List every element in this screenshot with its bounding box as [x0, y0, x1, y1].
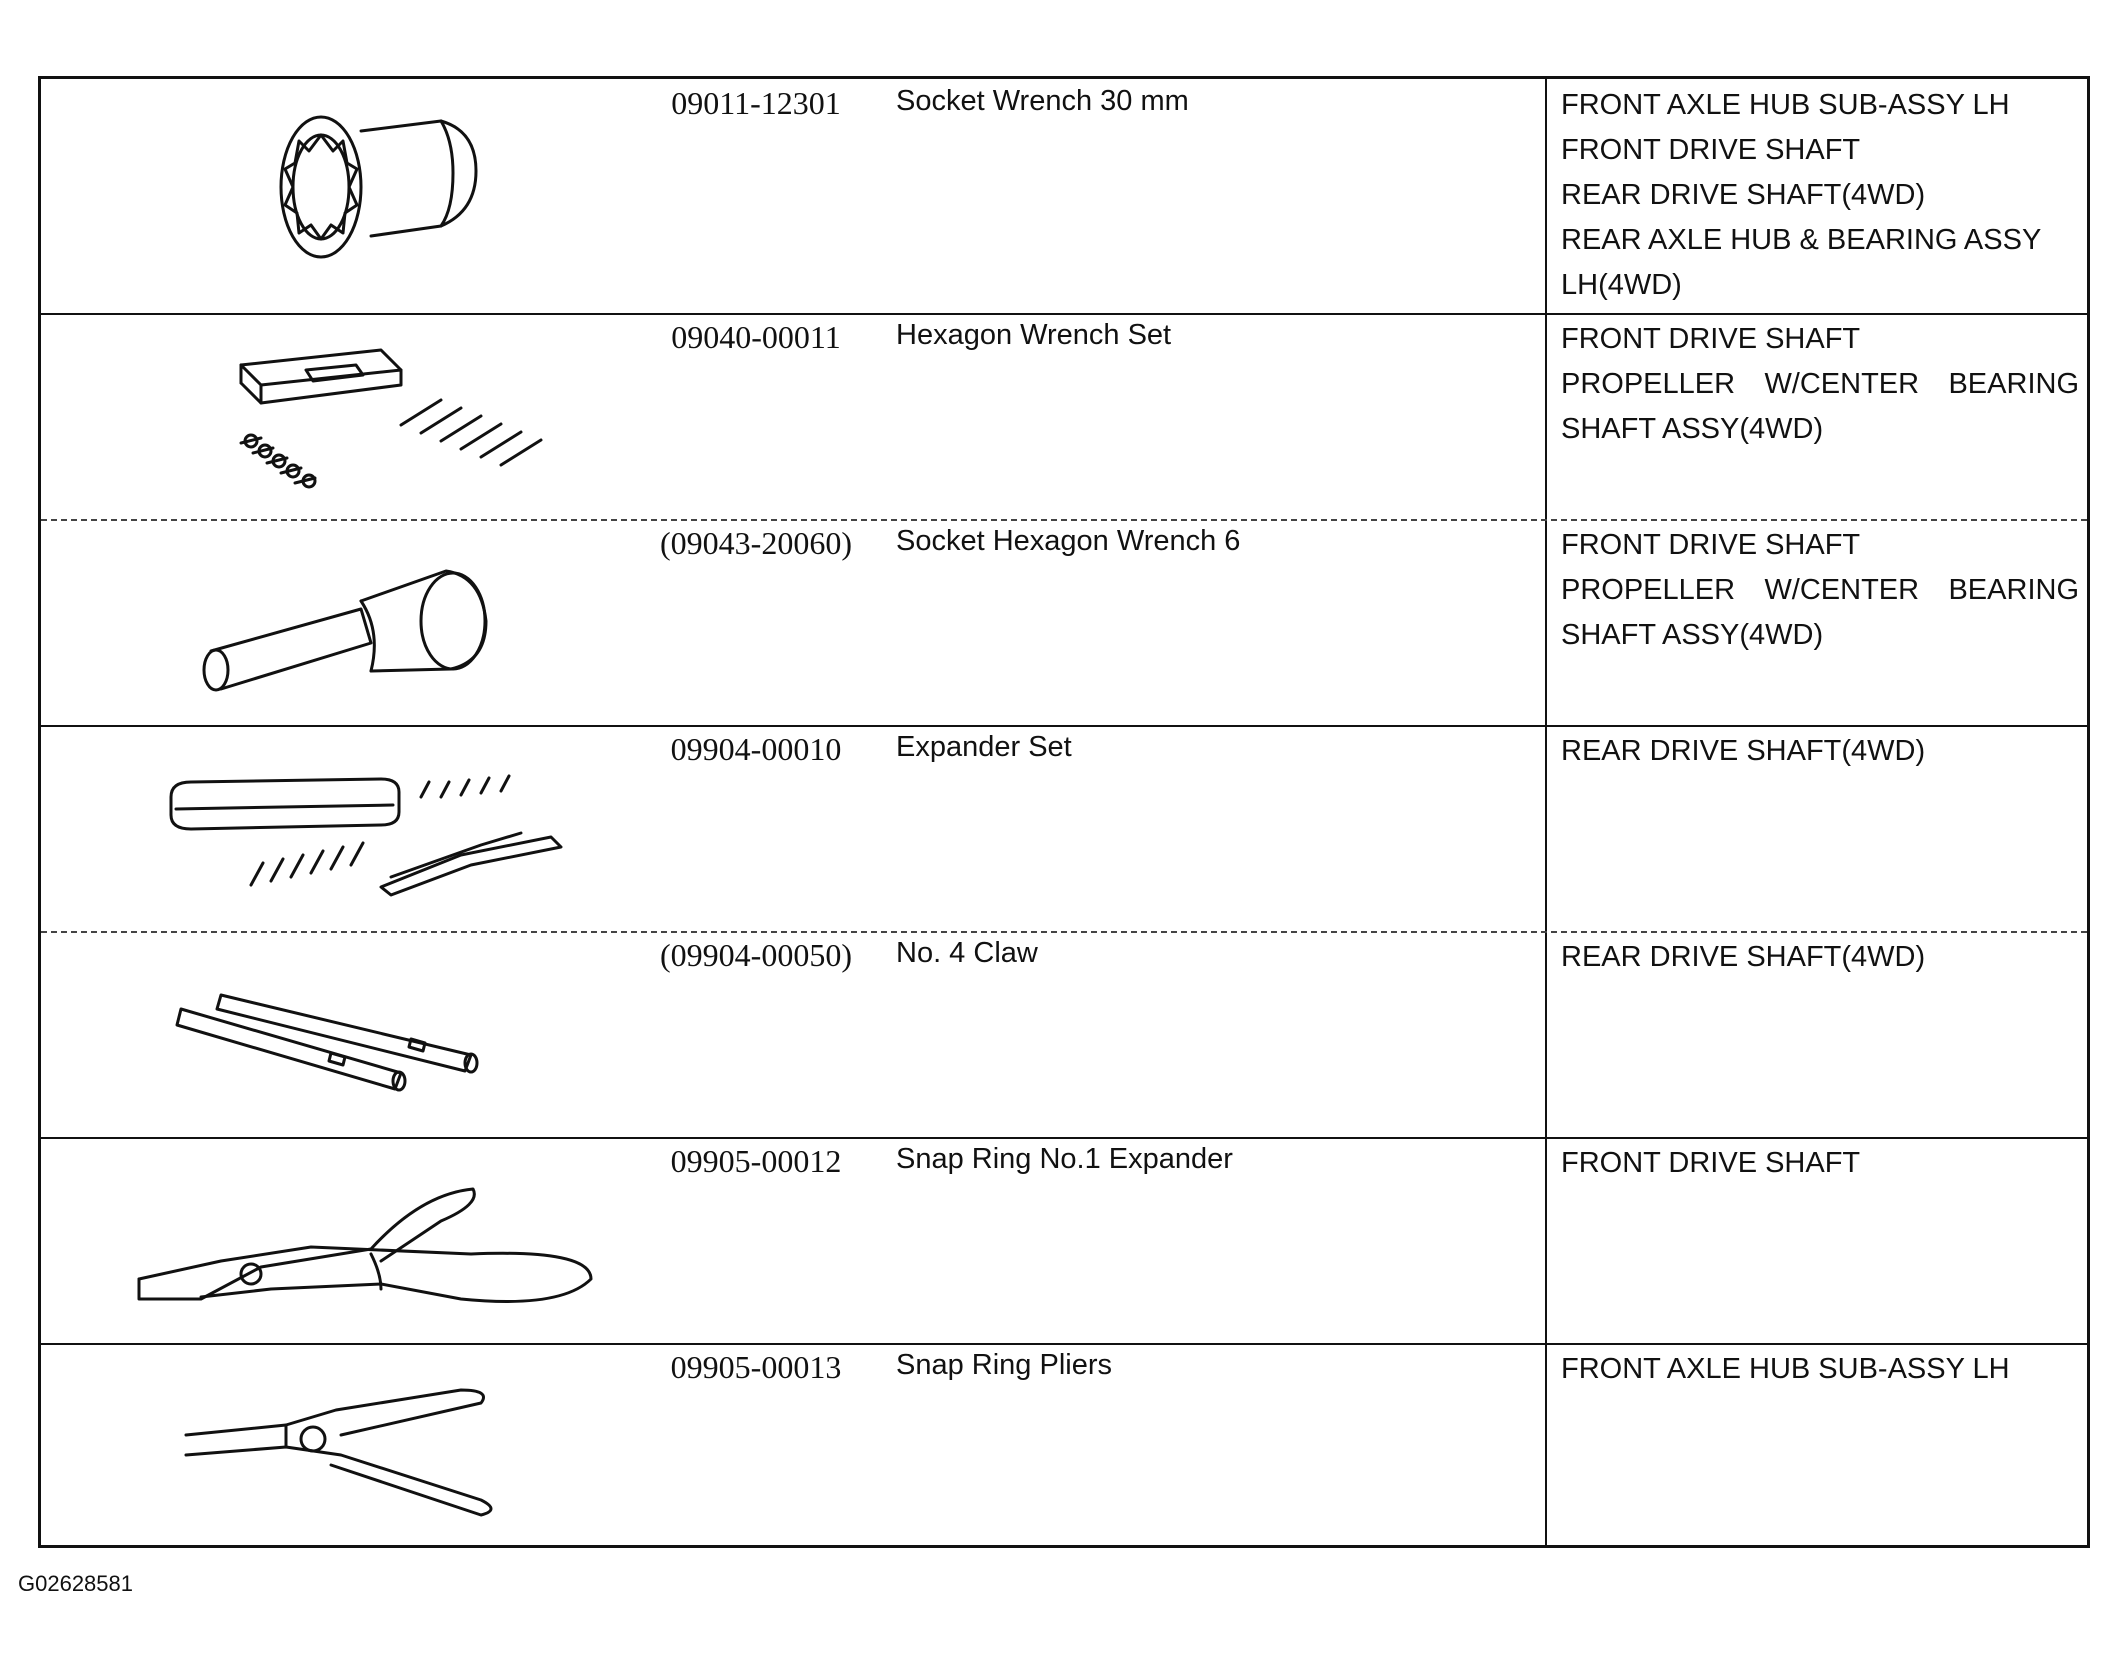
tool-name: Socket Wrench 30 mm — [896, 85, 1189, 117]
usage-item: FRONT DRIVE SHAFT — [1561, 1147, 1861, 1179]
tool-name: Snap Ring No.1 Expander — [896, 1143, 1233, 1175]
usage-item: FRONT DRIVE SHAFT — [1561, 323, 1861, 355]
table-row: 09905-00013 Snap Ring Pliers FRONT AXLE … — [41, 1343, 2087, 1548]
tool-name: Expander Set — [896, 731, 1072, 763]
usage-item: FRONT AXLE HUB SUB-ASSY LH — [1561, 1353, 2010, 1385]
table-row: 09011-12301 Socket Wrench 30 mm FRONT AX… — [41, 79, 2087, 315]
part-number: (09904-00050) — [660, 937, 852, 973]
usage-item: PROPELLER W/CENTER BEARING — [1561, 368, 2079, 400]
tool-name: No. 4 Claw — [896, 937, 1038, 969]
usage-item: REAR AXLE HUB & BEARING ASSY — [1561, 224, 2042, 256]
usage-list: REAR DRIVE SHAFT(4WD) — [1561, 935, 2079, 980]
hexagon-wrench-set-icon — [81, 325, 641, 505]
part-number: 09904-00010 — [670, 731, 842, 767]
part-number: 09905-00012 — [670, 1143, 842, 1179]
usage-item: PROPELLER W/CENTER BEARING — [1561, 574, 2079, 606]
usage-list: FRONT AXLE HUB SUB-ASSY LH — [1561, 1347, 2079, 1392]
part-number: 09905-00013 — [670, 1349, 842, 1385]
special-tools-table: 09011-12301 Socket Wrench 30 mm FRONT AX… — [38, 76, 2090, 1548]
usage-list: REAR DRIVE SHAFT(4WD) — [1561, 729, 2079, 774]
usage-item: FRONT AXLE HUB SUB-ASSY LH — [1561, 89, 2010, 121]
usage-list: FRONT AXLE HUB SUB-ASSY LH FRONT DRIVE S… — [1561, 83, 2079, 308]
usage-item: REAR DRIVE SHAFT(4WD) — [1561, 735, 1926, 767]
usage-list: FRONT DRIVE SHAFT — [1561, 1141, 2079, 1186]
usage-list: FRONT DRIVE SHAFT PROPELLER W/CENTER BEA… — [1561, 317, 2079, 452]
column-divider — [1545, 79, 1547, 1545]
table-row: 09040-00011 Hexagon Wrench Set FRONT DRI… — [41, 313, 2087, 521]
usage-item: REAR DRIVE SHAFT(4WD) — [1561, 179, 1926, 211]
usage-item: FRONT DRIVE SHAFT — [1561, 529, 1861, 561]
socket-wrench-icon — [81, 91, 641, 271]
usage-item: REAR DRIVE SHAFT(4WD) — [1561, 941, 1926, 973]
part-number: 09011-12301 — [671, 85, 841, 121]
claw-icon — [81, 943, 641, 1123]
part-number: 09040-00011 — [671, 319, 841, 355]
table-row: 09904-00010 Expander Set REAR DRIVE SHAF… — [41, 725, 2087, 933]
part-number: (09043-20060) — [660, 525, 852, 561]
usage-list: FRONT DRIVE SHAFT PROPELLER W/CENTER BEA… — [1561, 523, 2079, 658]
socket-hexagon-wrench-icon — [81, 531, 641, 711]
expander-set-icon — [81, 737, 641, 917]
figure-id: G02628581 — [18, 1571, 133, 1596]
table-row: (09904-00050) No. 4 Claw REAR DRIVE SHAF… — [41, 931, 2087, 1139]
table-row: 09905-00012 Snap Ring No.1 Expander FRON… — [41, 1137, 2087, 1345]
tool-name: Hexagon Wrench Set — [896, 319, 1172, 351]
snap-ring-expander-icon — [81, 1149, 641, 1329]
usage-item: SHAFT ASSY(4WD) — [1561, 413, 1824, 445]
usage-item: LH(4WD) — [1561, 269, 1682, 301]
tool-name: Socket Hexagon Wrench 6 — [896, 525, 1241, 557]
usage-item: SHAFT ASSY(4WD) — [1561, 619, 1824, 651]
table-row: (09043-20060) Socket Hexagon Wrench 6 FR… — [41, 519, 2087, 727]
snap-ring-pliers-icon — [81, 1355, 641, 1535]
usage-item: FRONT DRIVE SHAFT — [1561, 134, 1861, 166]
tool-name: Snap Ring Pliers — [896, 1349, 1112, 1381]
